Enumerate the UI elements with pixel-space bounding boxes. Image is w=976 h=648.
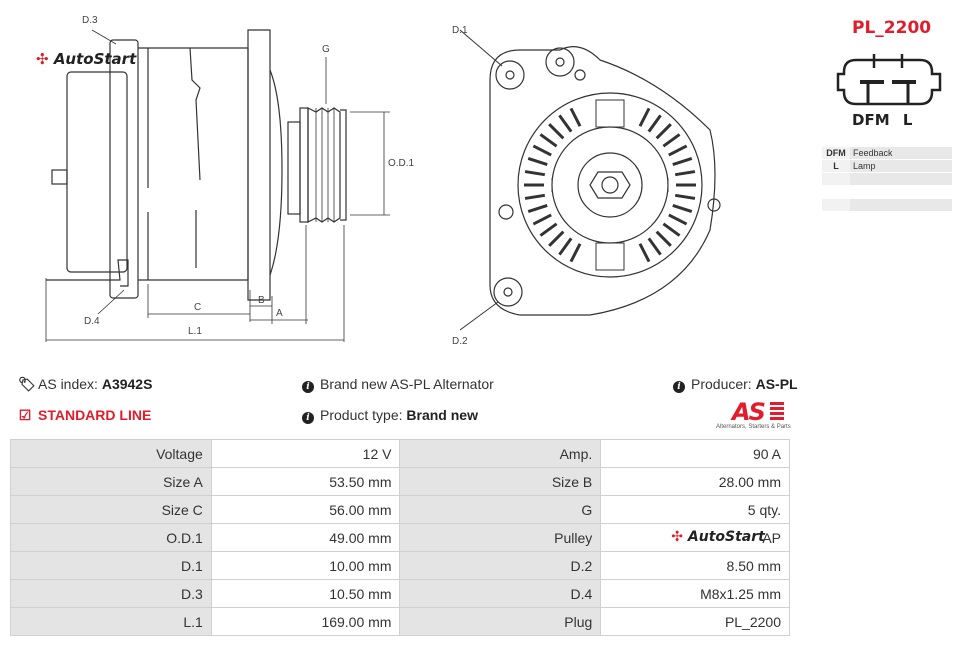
spec-value: 56.00 mm [210,495,401,524]
pin-value [850,185,952,199]
producer-label: Producer: [691,376,752,392]
brand-new-text: Brand new AS-PL Alternator [320,376,494,392]
spec-value: 10.50 mm [210,579,401,608]
spec-label: L.1 [10,607,212,636]
as-logo-stripes [770,402,784,420]
pin-value: Feedback [850,147,952,160]
table-row [822,172,952,186]
producer-info: i Producer: AS-PL [673,376,798,393]
table-row: Size C 56.00 mm G 5 qty. [10,495,790,524]
pin-key: L [822,159,850,173]
check-square-icon: ☑ [18,407,32,423]
info-icon: i [302,412,314,424]
product-type-info: i Product type: Brand new [302,407,478,424]
pin-key [822,185,850,199]
spec-label: G [399,495,602,524]
standard-line-label: STANDARD LINE [38,407,152,423]
spec-label: Size C [10,495,212,524]
spec-value-pulley: ✣ AutoStart AP [600,523,790,552]
plug-title: PL_2200 [852,18,932,38]
spec-label: Plug [399,607,602,636]
label-l1: L.1 [188,326,202,337]
as-logo-text: AS [732,398,766,426]
spec-label: Size B [399,467,602,496]
table-row: Size A 53.50 mm Size B 28.00 mm [10,467,790,496]
plug-connector-icon [836,54,942,106]
spec-value: 90 A [600,439,790,468]
product-type-label: Product type: [320,407,403,423]
spec-value: PL_2200 [600,607,790,636]
spec-label: Voltage [10,439,212,468]
label-d3: D.3 [82,15,98,26]
spec-label: Amp. [399,439,602,468]
standard-line-badge: ☑ STANDARD LINE [18,407,152,424]
label-b: B [258,295,265,306]
spec-label: D.1 [10,551,212,580]
producer-value: AS-PL [755,376,798,392]
label-g: G [322,44,330,55]
table-row: D.1 10.00 mm D.2 8.50 mm [10,551,790,580]
spec-label: D.3 [10,579,212,608]
pin-value: Lamp [850,159,952,173]
spec-value: M8x1.25 mm [600,579,790,608]
autostart-logo-icon: ✣ [36,50,49,68]
spec-label: D.4 [399,579,602,608]
pin-key [822,198,850,212]
pin-value [850,198,952,212]
label-d1: D.1 [452,25,468,36]
spec-label: D.2 [399,551,602,580]
info-icon: i [673,381,685,393]
pin-key: DFM [822,147,850,160]
as-logo-tagline: Alternators, Starters & Parts [716,424,791,430]
label-d4: D.4 [84,316,100,327]
pin-value [850,172,952,186]
spec-value: 10.00 mm [210,551,401,580]
pin-key [822,172,850,186]
as-index-label: AS index: [38,376,98,392]
pulley-value: AP [762,529,781,546]
info-icon: i [302,381,314,393]
spec-label: Pulley [399,523,602,552]
plug-pins: DFM L [852,111,913,129]
autostart-logo-text: AutoStart [53,50,137,68]
autostart-logo-topleft: ✣ AutoStart [36,50,136,68]
table-row: O.D.1 49.00 mm Pulley ✣ AutoStart AP [10,523,790,552]
spec-value: 8.50 mm [600,551,790,580]
spec-value: 53.50 mm [210,467,401,496]
brand-new-info: i Brand new AS-PL Alternator [302,376,494,393]
product-type-value: Brand new [406,407,478,423]
autostart-logo-icon: ✣ [671,529,684,545]
spec-value: 49.00 mm [210,523,401,552]
table-row: D.3 10.50 mm D.4 M8x1.25 mm [10,579,790,608]
spec-value: 169.00 mm [210,607,401,636]
table-row: L.1 169.00 mm Plug PL_2200 [10,607,790,636]
label-a: A [276,308,283,319]
specs-table: Voltage 12 V Amp. 90 A Size A 53.50 mm S… [10,439,790,636]
tags-icon: 🏷 [18,376,36,392]
spec-value: 5 qty. [600,495,790,524]
table-row [822,185,952,199]
autostart-logo-watermark: ✣ AutoStart [671,529,765,545]
alternator-front-view [459,29,721,331]
spec-label: Size A [10,467,212,496]
label-c: C [194,302,202,313]
table-row [822,198,952,212]
autostart-logo-text: AutoStart [687,529,765,545]
label-od1: O.D.1 [388,158,415,169]
spec-value: 12 V [210,439,401,468]
alternator-side-view [45,29,390,342]
spec-value: 28.00 mm [600,467,790,496]
spec-label: O.D.1 [10,523,212,552]
table-row: Voltage 12 V Amp. 90 A [10,439,790,468]
as-index-value: A3942S [101,376,153,392]
label-d2: D.2 [452,336,468,347]
as-index: 🏷AS index: A3942S [18,376,152,393]
